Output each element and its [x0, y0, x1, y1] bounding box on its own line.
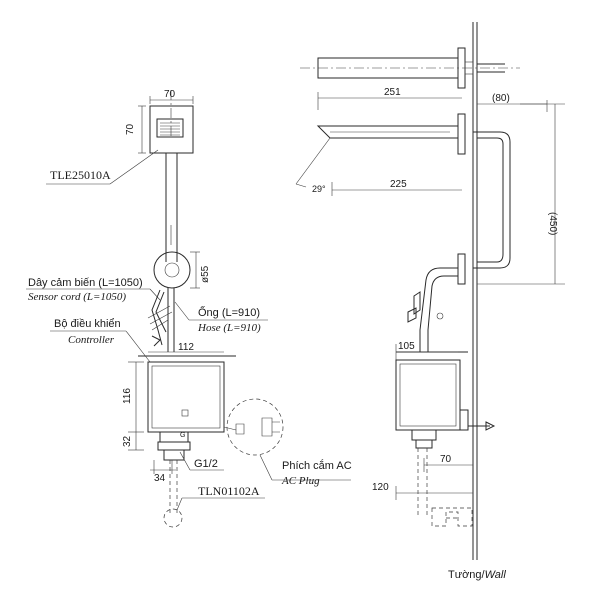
dim-escutcheon: ø55 [200, 265, 211, 283]
label-valve-model: TLN01102A [198, 484, 260, 498]
dim-spout-height: 70 [125, 123, 136, 135]
label-sensor-cord-en: Sensor cord (L=1050) [28, 291, 126, 303]
dim-bottom-distance: 120 [372, 482, 389, 493]
controller-led [181, 409, 189, 417]
spout-sensor-window [156, 118, 184, 138]
label-thread: G1/2 [194, 458, 218, 470]
spout-sensor-grille [160, 122, 180, 136]
plug-icon [223, 423, 245, 435]
side-elevation: Tường/Wall 251 (80) 29° 225 (450) [295, 22, 565, 581]
front-elevation: 70 70 ø55 TLE25010A Dây cảm biến (L=1050… [26, 89, 352, 528]
dim-spout-angle: 29° [312, 184, 326, 194]
dim-controller-height: 116 [122, 388, 133, 404]
label-hose: Ống (L=910) [198, 305, 260, 319]
wall-pipe [473, 131, 511, 269]
label-controller: Bộ điều khiển [54, 318, 121, 330]
dim-bottom-height: 32 [122, 435, 133, 447]
dim-spout-length: 251 [384, 87, 401, 98]
controller-box [147, 361, 225, 433]
hose-curve [419, 267, 458, 352]
label-ac-plug-en: AC Plug [281, 475, 320, 487]
dim-pipe-drop: (450) [547, 212, 558, 235]
supply-valve-hidden [163, 508, 183, 528]
svg-text:G: G [180, 432, 185, 439]
dim-valve-offset: 34 [154, 473, 166, 484]
dim-spout-projection: 225 [390, 179, 407, 190]
label-controller-en: Controller [68, 334, 115, 346]
label-hose-en: Hose (L=910) [197, 322, 261, 334]
ac-plug-detail-circle [226, 398, 284, 456]
label-wall: Tường/Wall [448, 569, 506, 581]
sensor-cord [151, 289, 163, 346]
side-valve-hidden [431, 507, 473, 527]
label-faucet-model: TLE25010A [50, 168, 111, 182]
label-ac-plug: Phích cắm AC [282, 459, 352, 472]
dim-controller-depth: 105 [398, 341, 415, 352]
dim-wall-clearance: (80) [492, 93, 510, 104]
spout-head [149, 105, 194, 154]
valve-connector [163, 449, 185, 461]
label-sensor-cord: Dây cảm biến (L=1050) [28, 277, 143, 289]
escutcheon [153, 251, 191, 289]
dim-controller-width: 112 [178, 342, 194, 353]
dim-valve-distance: 70 [440, 454, 452, 465]
dim-spout-width: 70 [164, 89, 176, 100]
side-controller-box [395, 359, 461, 431]
